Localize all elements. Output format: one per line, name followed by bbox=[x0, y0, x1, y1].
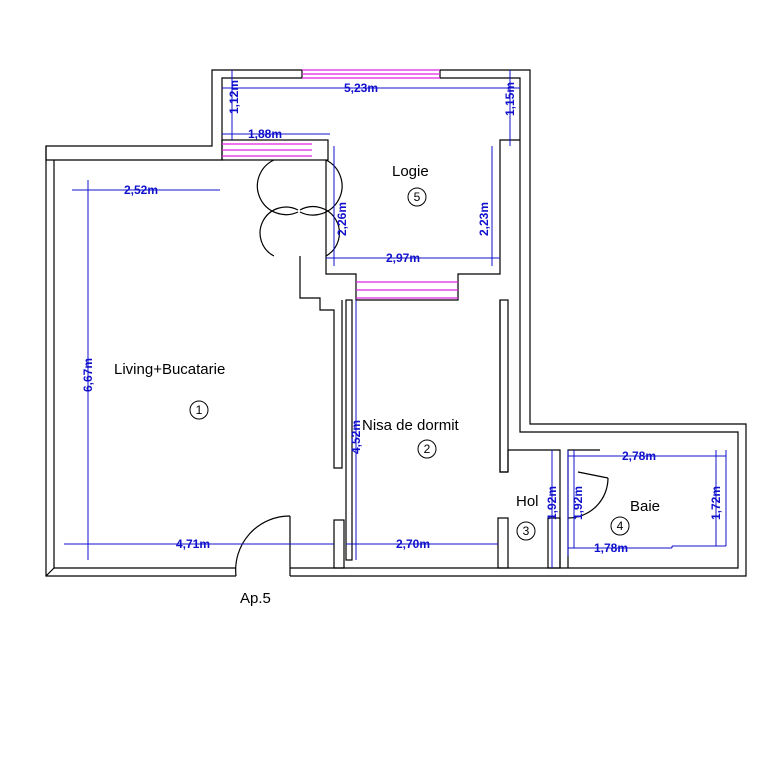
dim-nisa-height: 4,52m bbox=[349, 420, 363, 454]
dim-hol-height: 1,92m bbox=[545, 486, 559, 520]
room-number-circle-logie bbox=[407, 187, 427, 207]
room-name-baie: Baie bbox=[630, 498, 660, 515]
dimension-labels: 5,23m 1,12m 1,15m 1,88m 2,26m 2,23m 2,97… bbox=[81, 80, 723, 555]
room-name-logie: Logie bbox=[392, 163, 429, 180]
dim-living-top: 2,52m bbox=[124, 183, 158, 197]
room-name-living: Living+Bucatarie bbox=[114, 361, 225, 378]
dim-logie-left: 1,12m bbox=[227, 80, 241, 114]
room-name-nisa: Nisa de dormit bbox=[362, 417, 460, 434]
room-number-circle-living bbox=[189, 400, 209, 420]
room-number-nisa: 2 bbox=[424, 442, 431, 456]
dim-logie-right: 1,15m bbox=[503, 82, 517, 116]
dim-baie-door: 1,92m bbox=[571, 486, 585, 520]
room-number-circle-hol bbox=[516, 521, 536, 541]
room-number-hol: 3 bbox=[523, 524, 530, 538]
dim-logie-window: 1,88m bbox=[248, 127, 282, 141]
dim-baie-top: 2,78m bbox=[622, 449, 656, 463]
dim-logie-door: 2,26m bbox=[335, 202, 349, 236]
dim-baie-bottom: 1,78m bbox=[594, 541, 628, 555]
room-name-hol: Hol bbox=[516, 493, 539, 510]
dimension-lines bbox=[64, 70, 727, 568]
dim-logie-inner: 2,23m bbox=[477, 202, 491, 236]
dim-baie-right: 1,72m bbox=[709, 486, 723, 520]
dim-logie-bottom: 2,97m bbox=[386, 251, 420, 265]
room-number-logie: 5 bbox=[414, 190, 421, 204]
dim-logie-width: 5,23m bbox=[344, 81, 378, 95]
room-number-circle-nisa bbox=[417, 439, 437, 459]
room-number-circle-baie bbox=[610, 516, 630, 536]
room-number-living: 1 bbox=[196, 403, 203, 417]
apartment-label: Ap.5 bbox=[240, 590, 271, 607]
dim-living-height: 6,67m bbox=[81, 358, 95, 392]
partition-walls bbox=[333, 299, 600, 569]
room-number-baie: 4 bbox=[617, 519, 624, 533]
windows bbox=[222, 69, 458, 299]
room-labels: Logie 5 Living+Bucatarie 1 Nisa de dormi… bbox=[114, 163, 660, 607]
dim-nisa-bottom: 2,70m bbox=[396, 537, 430, 551]
dim-living-bottom: 4,71m bbox=[176, 537, 210, 551]
